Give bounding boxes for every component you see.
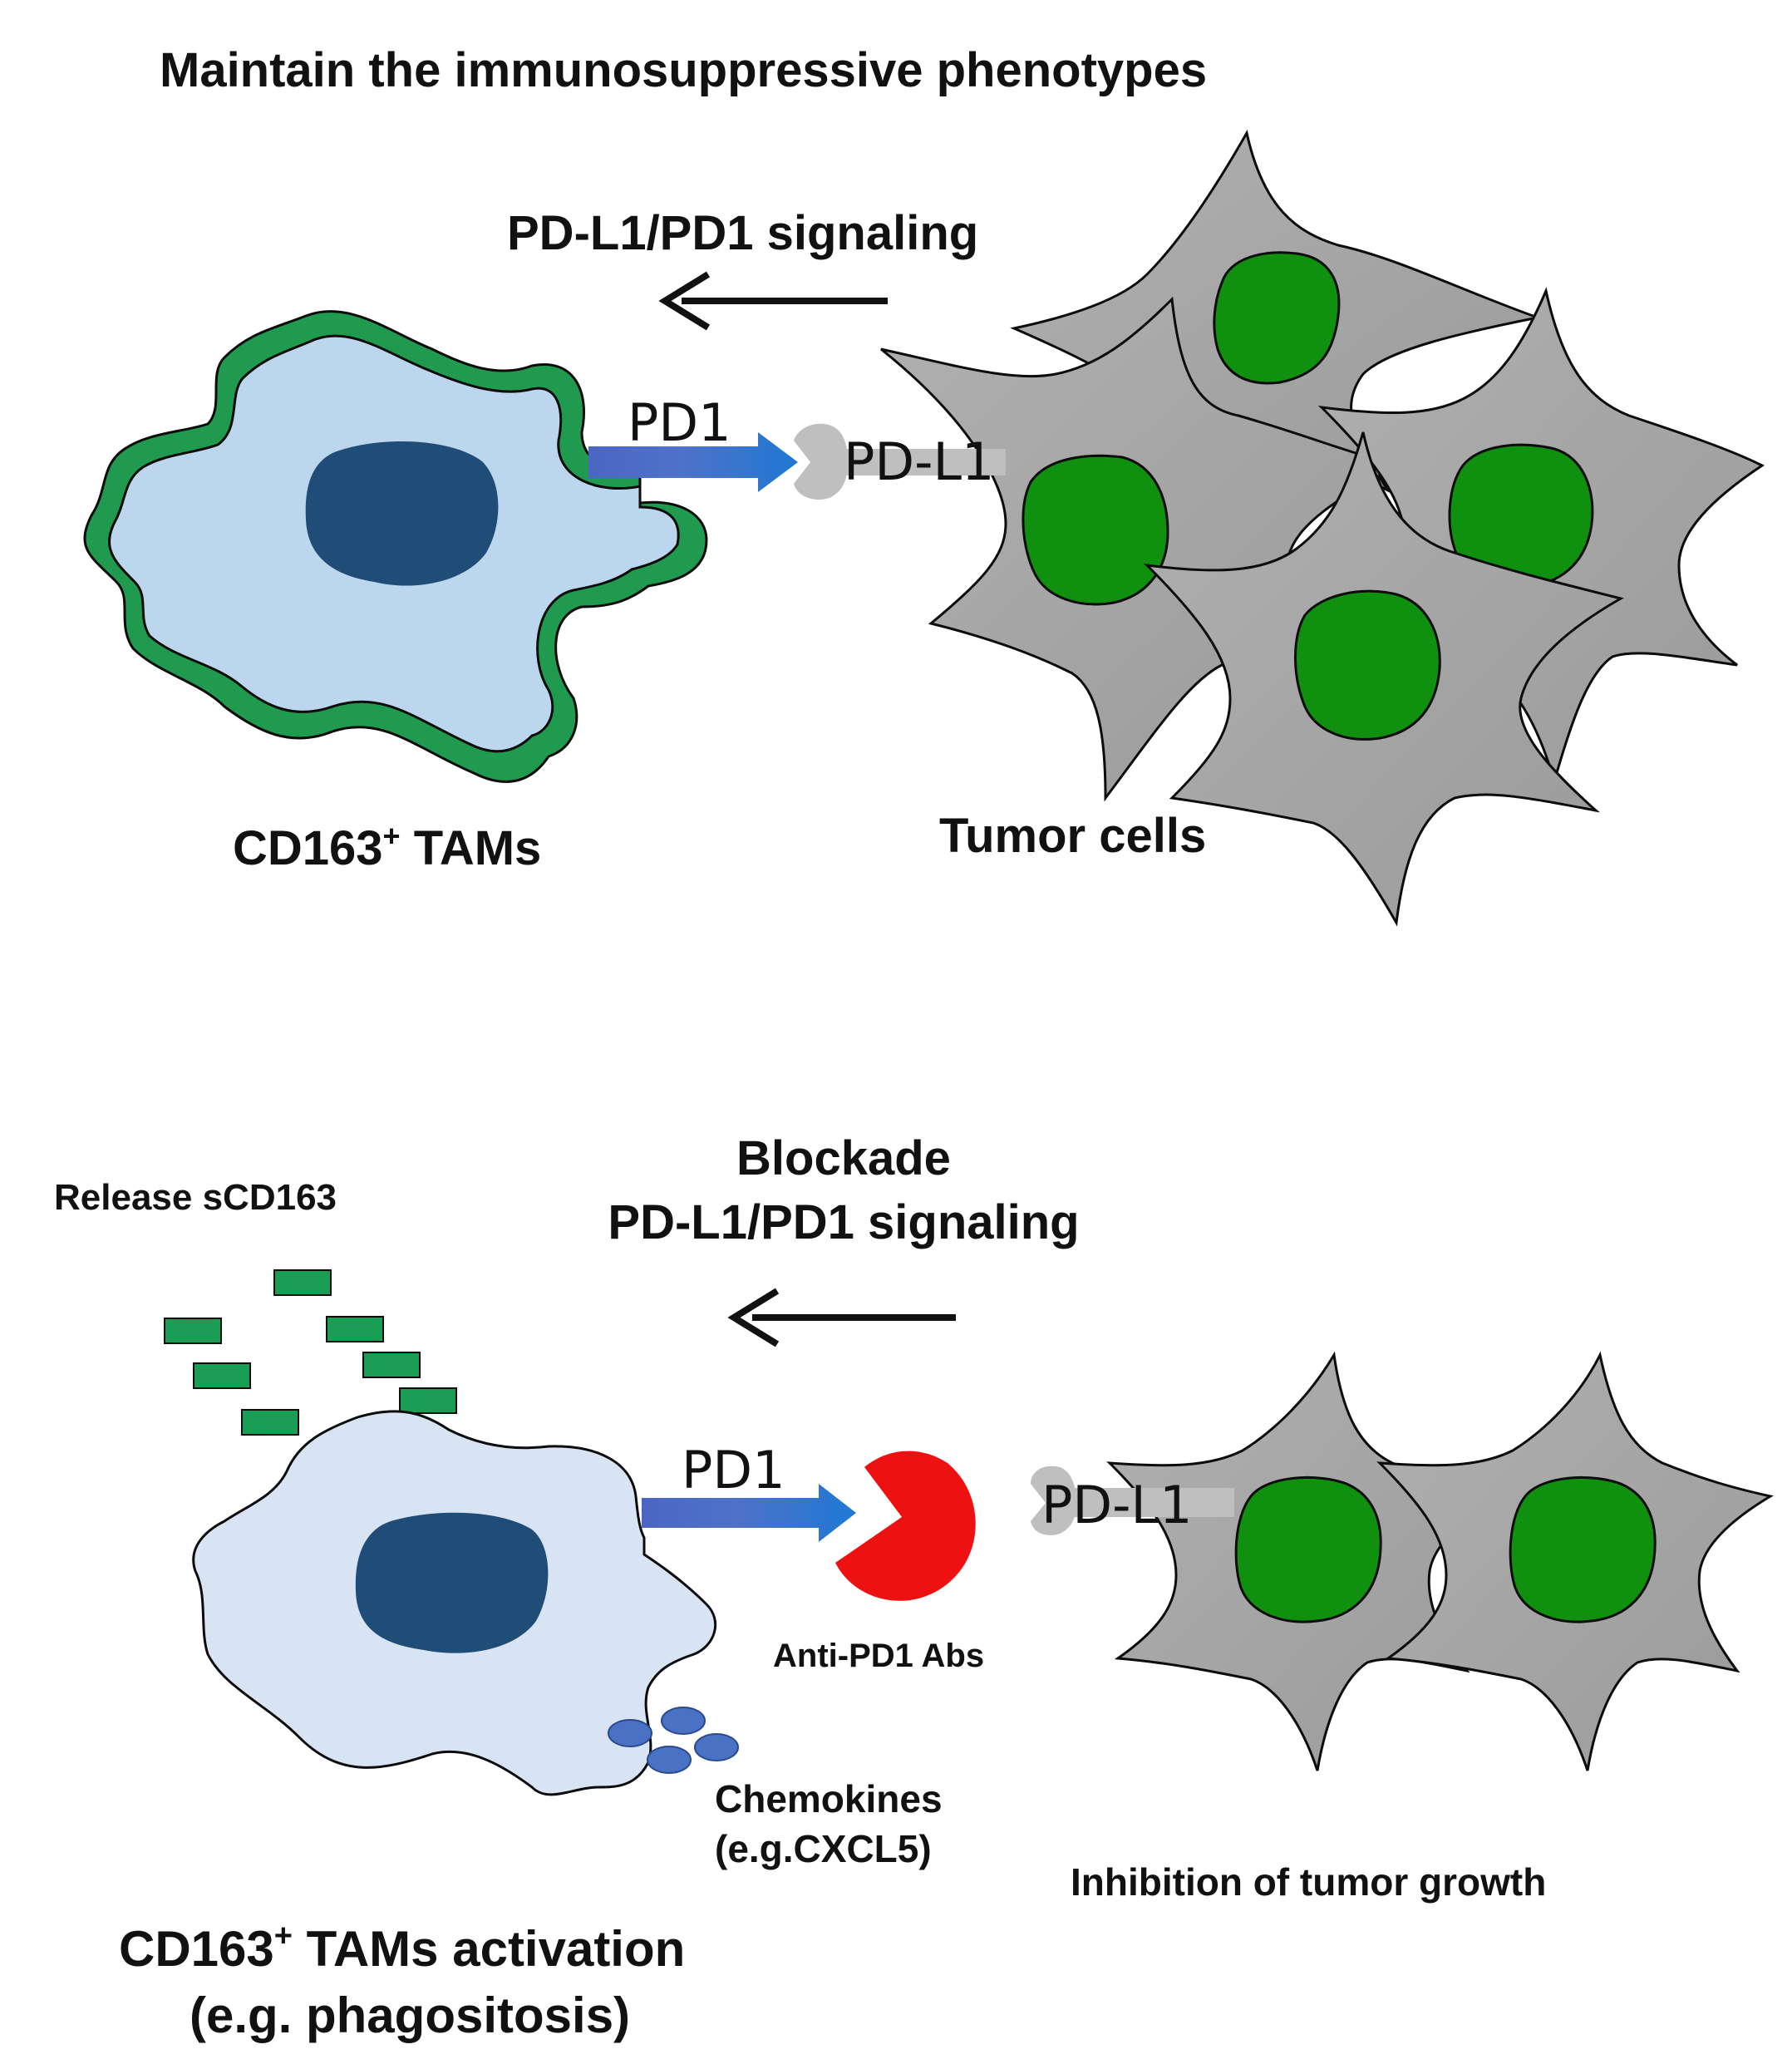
- tam-nucleus: [305, 441, 499, 586]
- chemokines-label-line2: (e.g.CXCL5): [715, 1827, 932, 1870]
- chemokines-label-line1: Chemokines: [715, 1777, 943, 1820]
- pd1-receptor-top: [588, 432, 798, 492]
- tumor-label-top: Tumor cells: [939, 809, 1206, 863]
- tumor-cluster-bottom: [1106, 1351, 1774, 1771]
- chemokine: [608, 1719, 652, 1747]
- scd163-fragments: [164, 1269, 457, 1436]
- inhibition-label: Inhibition of tumor growth: [1071, 1860, 1546, 1904]
- scd163-fragment: [399, 1387, 457, 1414]
- blockade-label-line1: Blockade: [736, 1131, 951, 1185]
- chemokines: [608, 1707, 739, 1774]
- scd163-fragment: [362, 1352, 421, 1378]
- top-title: Maintain the immunosuppressive phenotype…: [160, 43, 1207, 97]
- pd1-label-bottom: PD1: [682, 1440, 785, 1500]
- tam-label-top-main: CD163: [233, 821, 383, 875]
- tam-label-top: CD163+ TAMs: [233, 819, 541, 875]
- pd1-label-top: PD1: [628, 392, 731, 453]
- release-label: Release sCD163: [54, 1177, 337, 1218]
- activation-label-sup: +: [274, 1919, 293, 1953]
- pdl1-ligand-top: [794, 423, 1006, 500]
- pd1-receptor-bottom: [642, 1484, 856, 1542]
- activation-label-line1: CD163+ TAMs activation: [119, 1919, 685, 1977]
- scd163-fragment: [193, 1362, 251, 1389]
- blockade-label-line2: PD-L1/PD1 signaling: [608, 1195, 1079, 1249]
- anti-pd1-antibody: [835, 1451, 976, 1601]
- activation-label-main: CD163: [119, 1921, 274, 1977]
- scd163-fragment: [326, 1316, 384, 1342]
- chemokine: [694, 1733, 739, 1761]
- tumor-cell: [1376, 1351, 1774, 1771]
- tumor-cluster-top: [880, 129, 1765, 927]
- scd163-fragment: [241, 1409, 299, 1436]
- top-signal-arrow: [658, 271, 888, 331]
- chemokine: [647, 1746, 692, 1774]
- antibody-label: Anti-PD1 Abs: [773, 1638, 984, 1674]
- tam-cell-bottom: [192, 1410, 717, 1796]
- pdl1-label-top: PD-L1: [844, 431, 995, 492]
- bottom-blockade-arrow: [727, 1288, 956, 1347]
- scd163-fragment: [164, 1318, 222, 1344]
- tam-nucleus-activated: [355, 1512, 549, 1653]
- top-panel: Maintain the immunosuppressive phenotype…: [83, 43, 1765, 927]
- top-signal-label: PD-L1/PD1 signaling: [507, 206, 978, 260]
- bottom-panel: Blockade PD-L1/PD1 signaling Release sCD…: [54, 1131, 1774, 2043]
- activation-label-rest: TAMs activation: [293, 1921, 685, 1977]
- tam-label-top-sup: +: [383, 819, 401, 853]
- activation-label-line2: (e.g. phagositosis): [190, 1988, 630, 2043]
- tam-label-top-rest: TAMs: [401, 821, 542, 875]
- scd163-fragment: [273, 1269, 332, 1296]
- chemokine: [661, 1707, 706, 1735]
- pdl1-label-bottom: PD-L1: [1041, 1475, 1193, 1535]
- pdl1-ligand-bottom: [1031, 1465, 1234, 1535]
- tumor-cell: [1106, 1351, 1504, 1771]
- tam-cell-top: [83, 310, 708, 783]
- tumor-cell: [1143, 431, 1624, 927]
